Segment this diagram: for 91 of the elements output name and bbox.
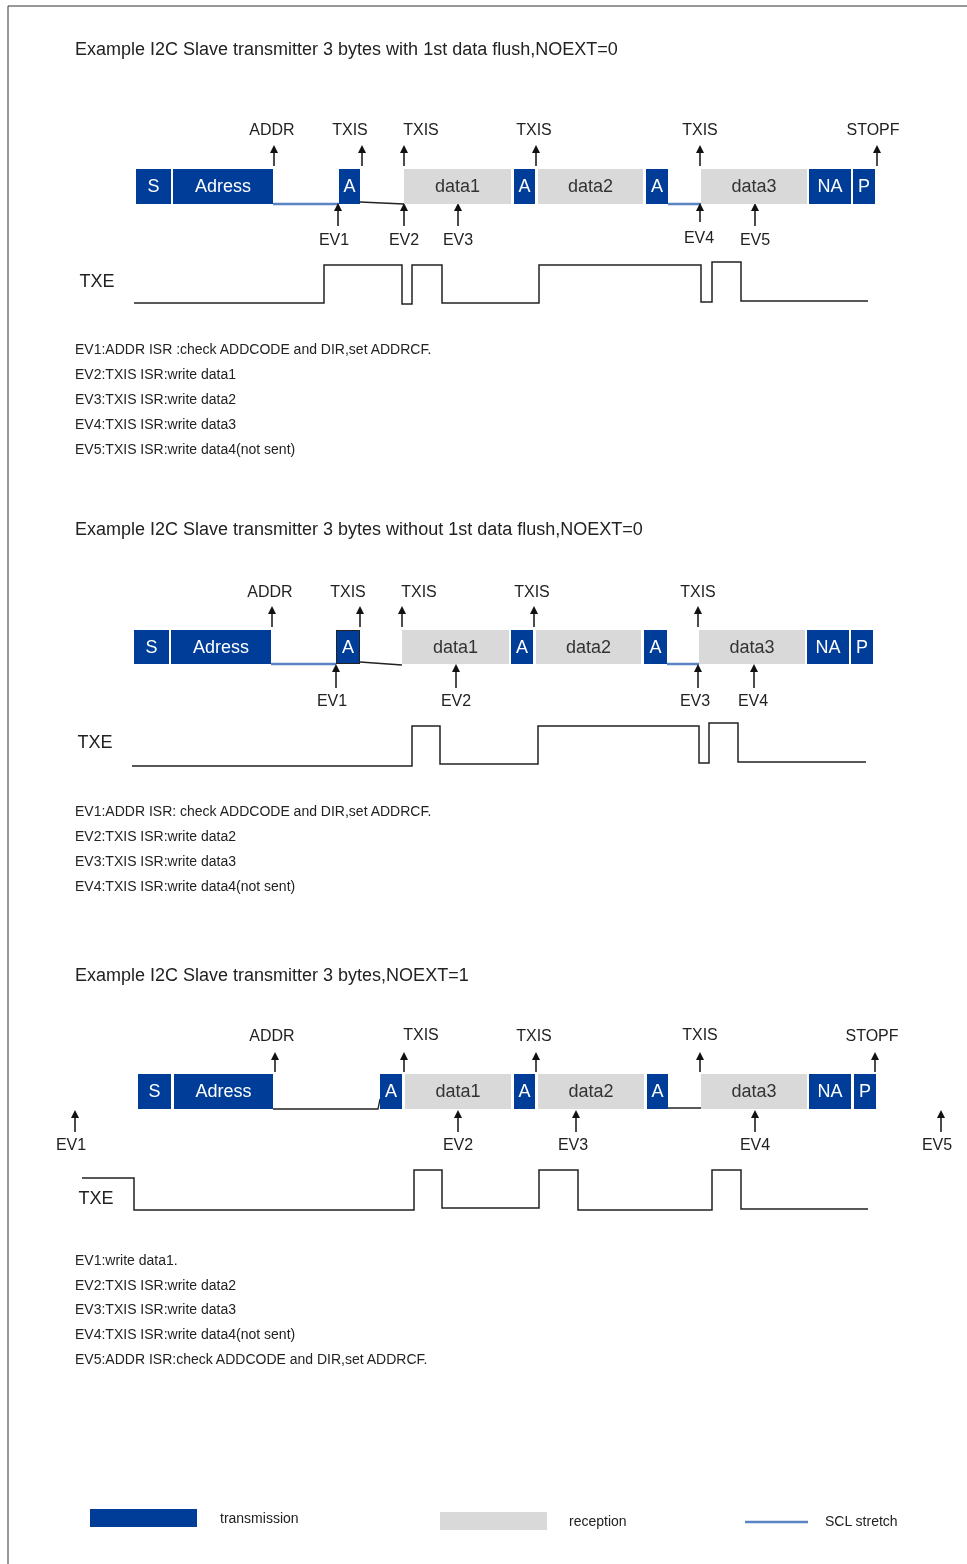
section-heading: Example I2C Slave transmitter 3 bytes,NOEXT=1 bbox=[75, 966, 469, 984]
flag-label: TXIS bbox=[682, 1027, 718, 1043]
flag-label: TXIS bbox=[401, 584, 437, 600]
transmission-segment: NA bbox=[809, 1074, 851, 1109]
event-label: EV3 bbox=[557, 1137, 589, 1153]
note: EV1:ADDR ISR: check ADDCODE and DIR,set ADDRCF. bbox=[75, 804, 432, 818]
flag-label: ADDR bbox=[247, 584, 293, 600]
event-label: EV2 bbox=[440, 693, 472, 709]
scl-stretch-line bbox=[273, 202, 339, 206]
transmission-segment: A bbox=[511, 630, 533, 664]
transmission-segment: A bbox=[514, 169, 535, 204]
flag-label: TXIS bbox=[332, 122, 368, 138]
note: EV3:TXIS ISR:write data3 bbox=[75, 1302, 237, 1316]
section-heading: Example I2C Slave transmitter 3 bytes without 1st data flush,NOEXT=0 bbox=[75, 520, 643, 538]
reception-segment: data1 bbox=[404, 169, 511, 204]
event-label: EV5 bbox=[921, 1137, 953, 1153]
reception-segment: data2 bbox=[536, 630, 641, 664]
note: EV1:write data1. bbox=[75, 1253, 178, 1267]
event-label: EV2 bbox=[442, 1137, 474, 1153]
signal-name: TXE bbox=[77, 733, 113, 751]
event-label: EV1 bbox=[318, 232, 350, 248]
flag-label: TXIS bbox=[514, 584, 550, 600]
flag-label: TXIS bbox=[403, 122, 439, 138]
scl-stretch-line bbox=[271, 662, 336, 666]
flag-label: ADDR bbox=[249, 1028, 295, 1044]
flag-label: STOPF bbox=[846, 122, 900, 138]
transmission-segment: A bbox=[380, 1074, 402, 1109]
event-label: EV4 bbox=[737, 693, 769, 709]
transmission-segment: A bbox=[646, 169, 668, 204]
event-label: EV4 bbox=[739, 1137, 771, 1153]
transmission-segment: S bbox=[134, 630, 169, 664]
signal-name: TXE bbox=[78, 1189, 114, 1207]
transmission-segment: A bbox=[514, 1074, 535, 1109]
transmission-segment: A bbox=[339, 169, 360, 204]
reception-segment: data2 bbox=[538, 1074, 644, 1109]
bus-line bbox=[359, 201, 405, 205]
transmission-segment: A bbox=[644, 630, 667, 664]
transmission-segment: NA bbox=[809, 169, 851, 204]
note: EV3:TXIS ISR:write data3 bbox=[75, 854, 237, 868]
flag-label: TXIS bbox=[680, 584, 716, 600]
event-label: EV4 bbox=[683, 230, 715, 246]
legend-label: transmission bbox=[220, 1511, 299, 1525]
note: EV2:TXIS ISR:write data2 bbox=[75, 1278, 237, 1292]
reception-segment: data3 bbox=[699, 630, 805, 664]
note: EV5:ADDR ISR:check ADDCODE and DIR,set ADDRCF. bbox=[75, 1352, 428, 1366]
note: EV4:TXIS ISR:write data4(not sent) bbox=[75, 879, 296, 893]
reception-segment: data1 bbox=[405, 1074, 511, 1109]
event-label: EV3 bbox=[442, 232, 474, 248]
event-label: EV3 bbox=[679, 693, 711, 709]
scl-stretch-line bbox=[668, 202, 701, 206]
transmission-segment: P bbox=[853, 169, 875, 204]
scl-stretch-line bbox=[667, 662, 699, 666]
transmission-segment: A bbox=[336, 630, 360, 664]
transmission-segment: Adress bbox=[174, 1074, 273, 1109]
transmission-segment: Adress bbox=[171, 630, 271, 664]
transmission-segment: P bbox=[854, 1074, 876, 1109]
note: EV1:ADDR ISR :check ADDCODE and DIR,set ADDRCF. bbox=[75, 342, 432, 356]
reception-segment: data3 bbox=[701, 169, 807, 204]
event-label: EV2 bbox=[388, 232, 420, 248]
transmission-segment: S bbox=[136, 169, 171, 204]
flag-label: TXIS bbox=[403, 1027, 439, 1043]
section-heading: Example I2C Slave transmitter 3 bytes with 1st data flush,NOEXT=0 bbox=[75, 40, 618, 58]
bus-line bbox=[272, 1098, 381, 1110]
note: EV4:TXIS ISR:write data3 bbox=[75, 417, 237, 431]
event-label: EV1 bbox=[316, 693, 348, 709]
flag-label: ADDR bbox=[249, 122, 295, 138]
note: EV4:TXIS ISR:write data4(not sent) bbox=[75, 1327, 296, 1341]
transmission-segment: Adress bbox=[173, 169, 273, 204]
legend-label: SCL stretch bbox=[825, 1514, 898, 1528]
flag-label: TXIS bbox=[330, 584, 366, 600]
flag-label: TXIS bbox=[682, 122, 718, 138]
flag-label: TXIS bbox=[516, 122, 552, 138]
event-label: EV5 bbox=[739, 232, 771, 248]
transmission-segment: S bbox=[138, 1074, 171, 1109]
bus-line bbox=[359, 661, 403, 666]
transmission-segment: NA bbox=[807, 630, 849, 664]
signal-name: TXE bbox=[79, 272, 115, 290]
legend-label: reception bbox=[569, 1514, 627, 1528]
bus-line bbox=[667, 1107, 702, 1109]
note: EV2:TXIS ISR:write data1 bbox=[75, 367, 237, 381]
reception-segment: data3 bbox=[701, 1074, 807, 1109]
flag-label: STOPF bbox=[845, 1028, 899, 1044]
transmission-segment: A bbox=[647, 1074, 668, 1109]
reception-segment: data1 bbox=[402, 630, 509, 664]
note: EV5:TXIS ISR:write data4(not sent) bbox=[75, 442, 296, 456]
event-label: EV1 bbox=[55, 1137, 87, 1153]
transmission-segment: P bbox=[851, 630, 873, 664]
note: EV3:TXIS ISR:write data2 bbox=[75, 392, 237, 406]
reception-segment: data2 bbox=[538, 169, 643, 204]
note: EV2:TXIS ISR:write data2 bbox=[75, 829, 237, 843]
flag-label: TXIS bbox=[516, 1028, 552, 1044]
